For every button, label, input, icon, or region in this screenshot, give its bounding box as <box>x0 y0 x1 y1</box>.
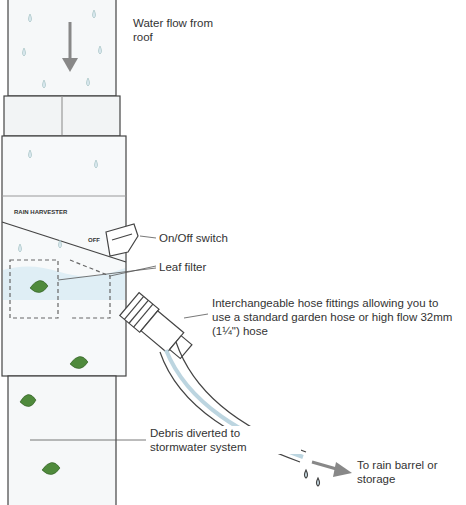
barrel-label: To rain barrel or storage <box>356 458 462 486</box>
switch-label: On/Off switch <box>158 231 270 245</box>
filter-label: Leaf filter <box>158 260 260 274</box>
device-brand: RAIN HARVESTER <box>14 208 67 216</box>
debris-label: Debris diverted to stormwater system <box>149 426 301 454</box>
hose-fitting-label: Interchangeable hose fittings allowing y… <box>211 296 461 338</box>
switch-state: OFF <box>88 236 100 244</box>
flow-label: Water flow from roof <box>132 16 224 44</box>
